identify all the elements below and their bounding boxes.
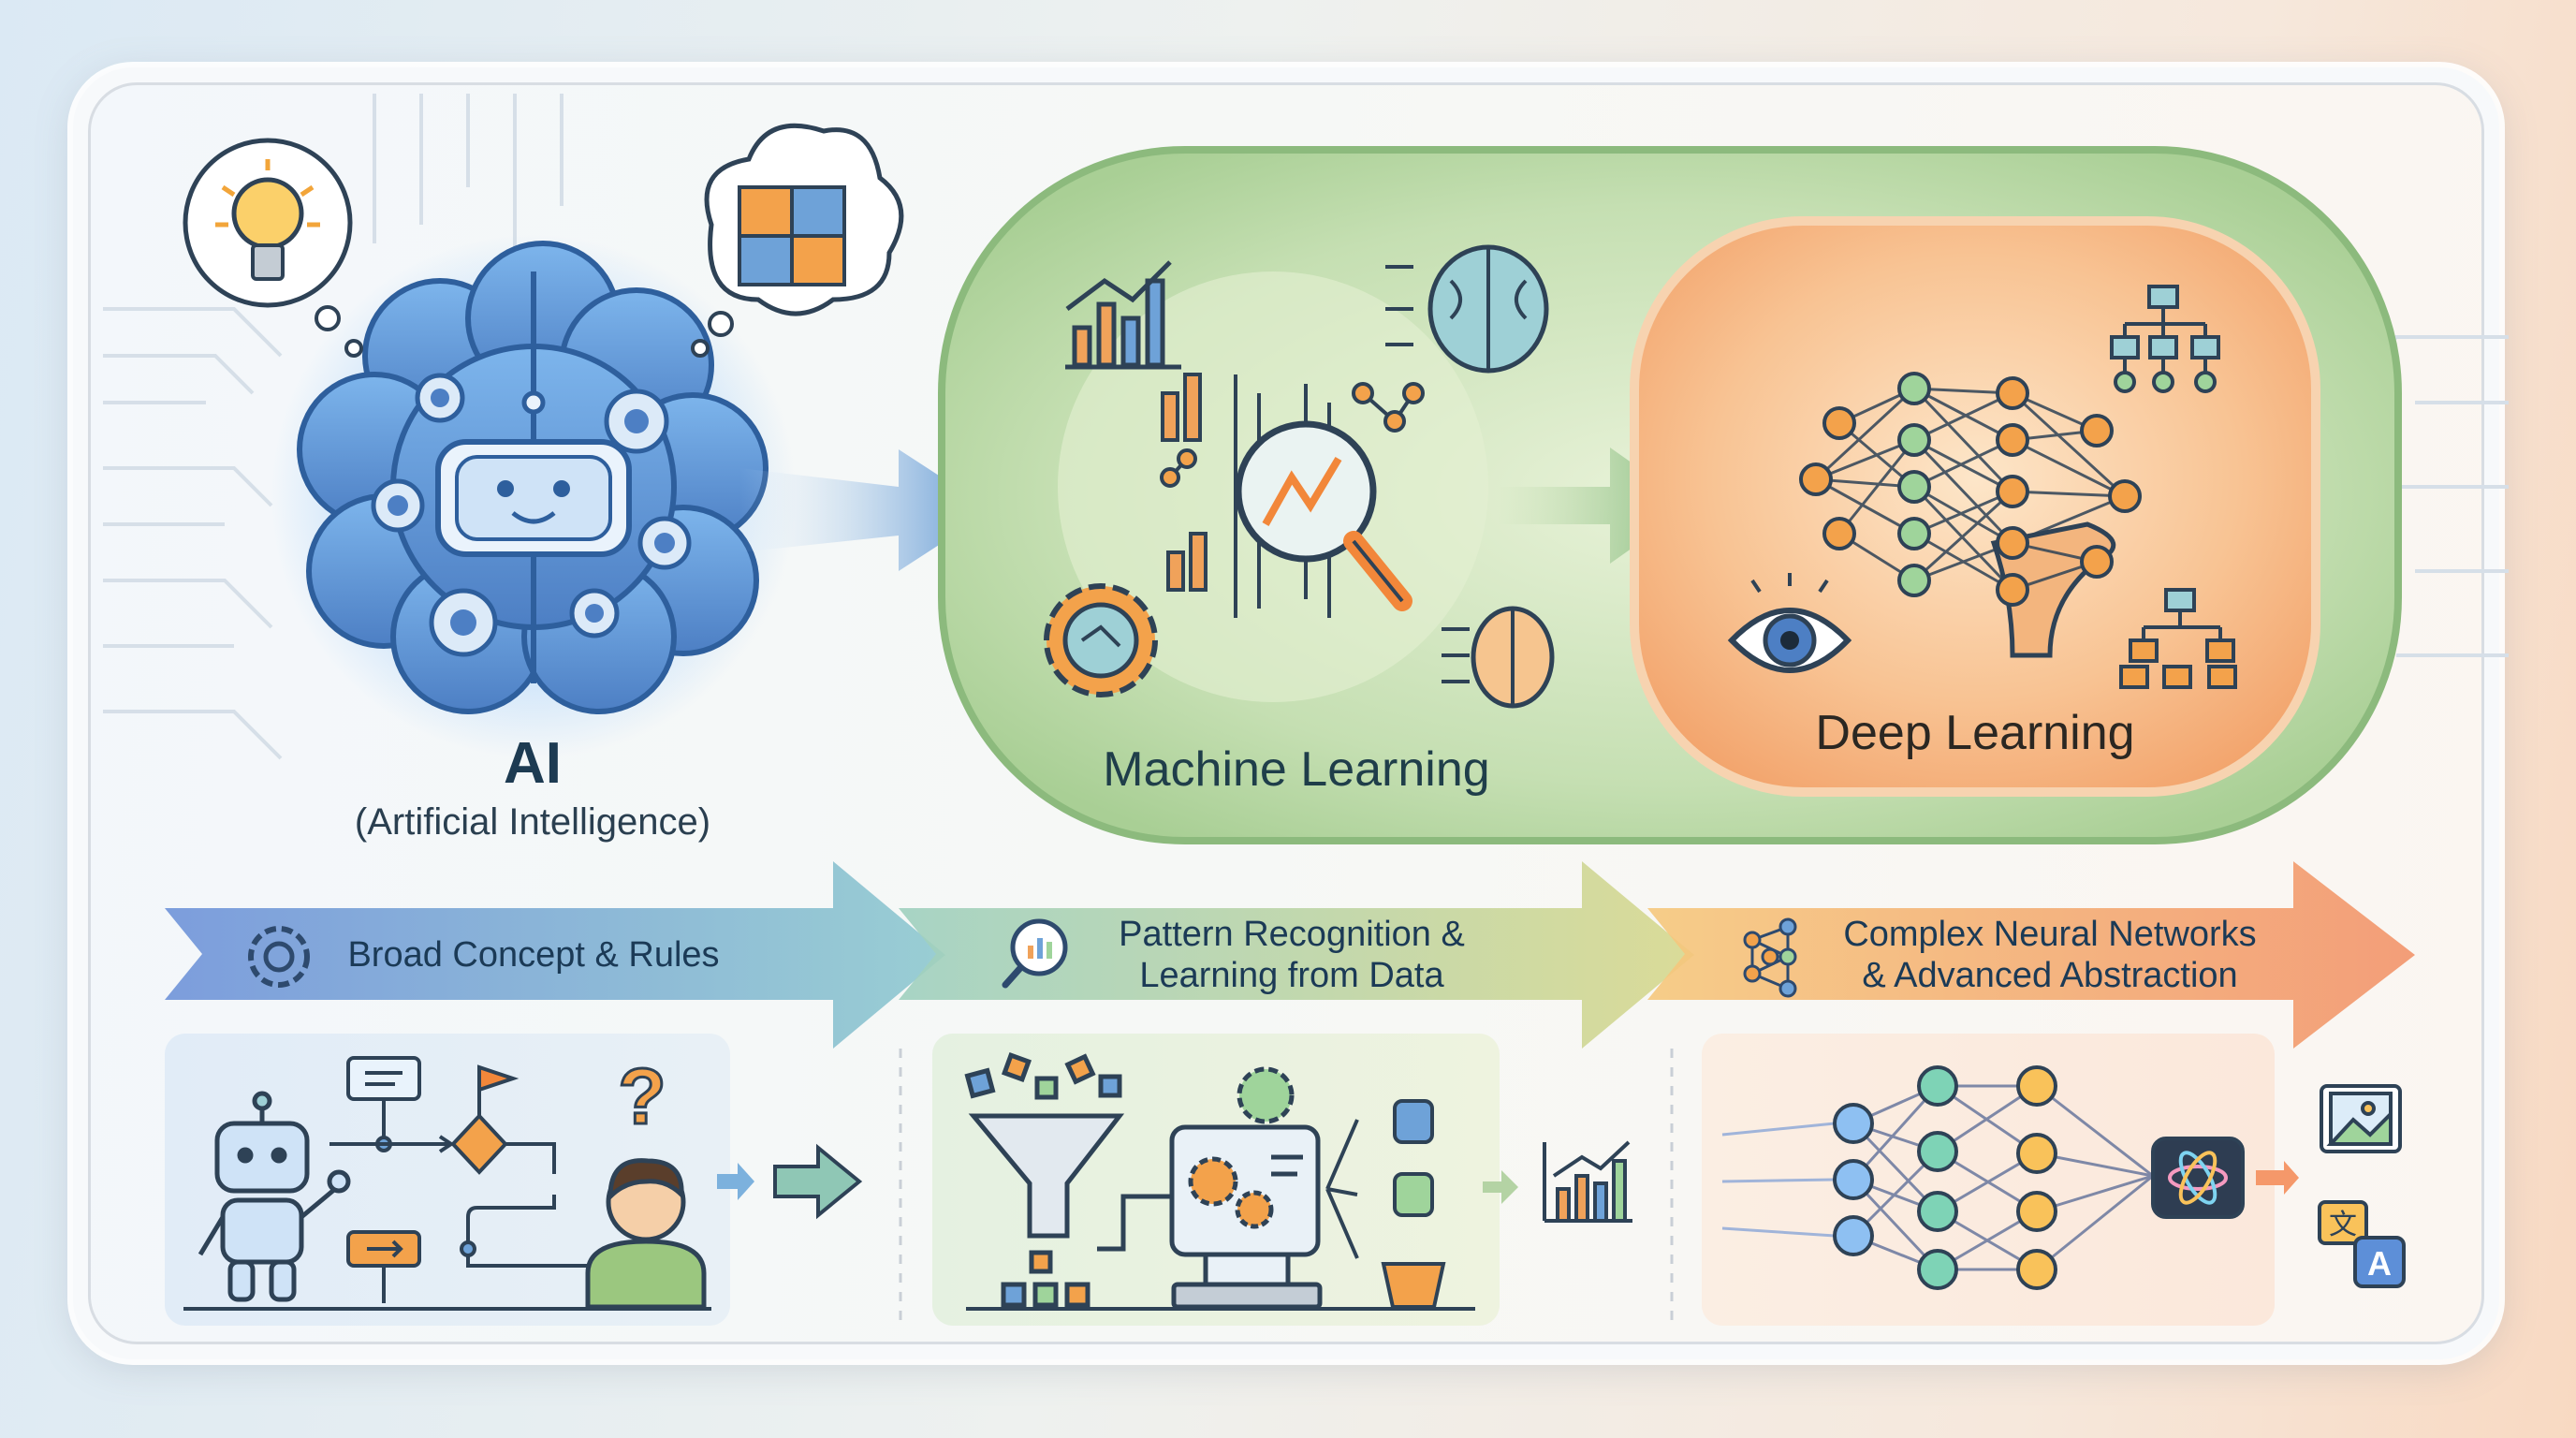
translate-icon: 文 A (2318, 1200, 2406, 1288)
svg-text:文: 文 (2329, 1209, 2357, 1241)
arrow-ai-to-ml (739, 449, 992, 571)
hierarchy-icon (2110, 285, 2220, 393)
stage-band-3 (1647, 861, 2415, 1049)
ai-brain-robot-icon (271, 234, 796, 758)
dl-label: Deep Learning (1815, 706, 2135, 760)
stage-band-1 (165, 861, 945, 1049)
network-nodes-icon (1160, 382, 1425, 488)
stage-3-line1: Complex Neural Networks (1843, 915, 2257, 954)
ml-label: Machine Learning (1103, 742, 1490, 797)
image-icon (2320, 1084, 2402, 1153)
flowchart-icon (329, 1056, 599, 1303)
eye-icon (1727, 573, 1852, 673)
robot-icon (198, 1091, 351, 1302)
stage-band-2 (899, 861, 1694, 1049)
stage-1-label: Broad Concept & Rules (328, 934, 739, 976)
bar-chart-icon (1065, 260, 1181, 370)
gear-icon (1044, 583, 1158, 697)
neural-network-icon (1721, 1065, 2299, 1290)
person-icon (585, 1158, 707, 1310)
arrow-icon (717, 1143, 863, 1220)
ai-title: AI (504, 731, 562, 796)
computer-icon (1097, 1066, 1323, 1310)
stage-2-label: Pattern Recognition & Learning from Data (1076, 914, 1507, 996)
stage-2-line1: Pattern Recognition & (1119, 915, 1465, 954)
svg-text:?: ? (618, 1052, 666, 1140)
hierarchy-icon (2119, 588, 2237, 689)
stage-1-text: Broad Concept & Rules (347, 935, 720, 975)
database-icon (1325, 1099, 1446, 1309)
funnel-icon (964, 1051, 1125, 1308)
neural-network-icon (1799, 372, 2142, 658)
svg-text:A: A (2367, 1244, 2392, 1283)
question-mark-icon: ? (617, 1051, 667, 1142)
gear-icon (248, 926, 310, 988)
magnifier-chart-icon (1002, 918, 1068, 989)
bar-chart-icon (1483, 1140, 1632, 1223)
stage-3-label: Complex Neural Networks & Advanced Abstr… (1816, 914, 2284, 996)
magnifier-icon (1161, 373, 1412, 618)
puzzle-icon (691, 123, 904, 358)
brain-icon (1442, 606, 1555, 709)
brain-icon (1385, 244, 1549, 374)
lightbulb-icon (183, 138, 363, 358)
neural-network-icon (1743, 917, 1797, 998)
example-box-ai (165, 1034, 730, 1326)
stage-3-line2: & Advanced Abstraction (1862, 956, 2238, 995)
stage-2-line2: Learning from Data (1139, 956, 1444, 995)
ai-subtitle: (Artificial Intelligence) (354, 801, 711, 843)
